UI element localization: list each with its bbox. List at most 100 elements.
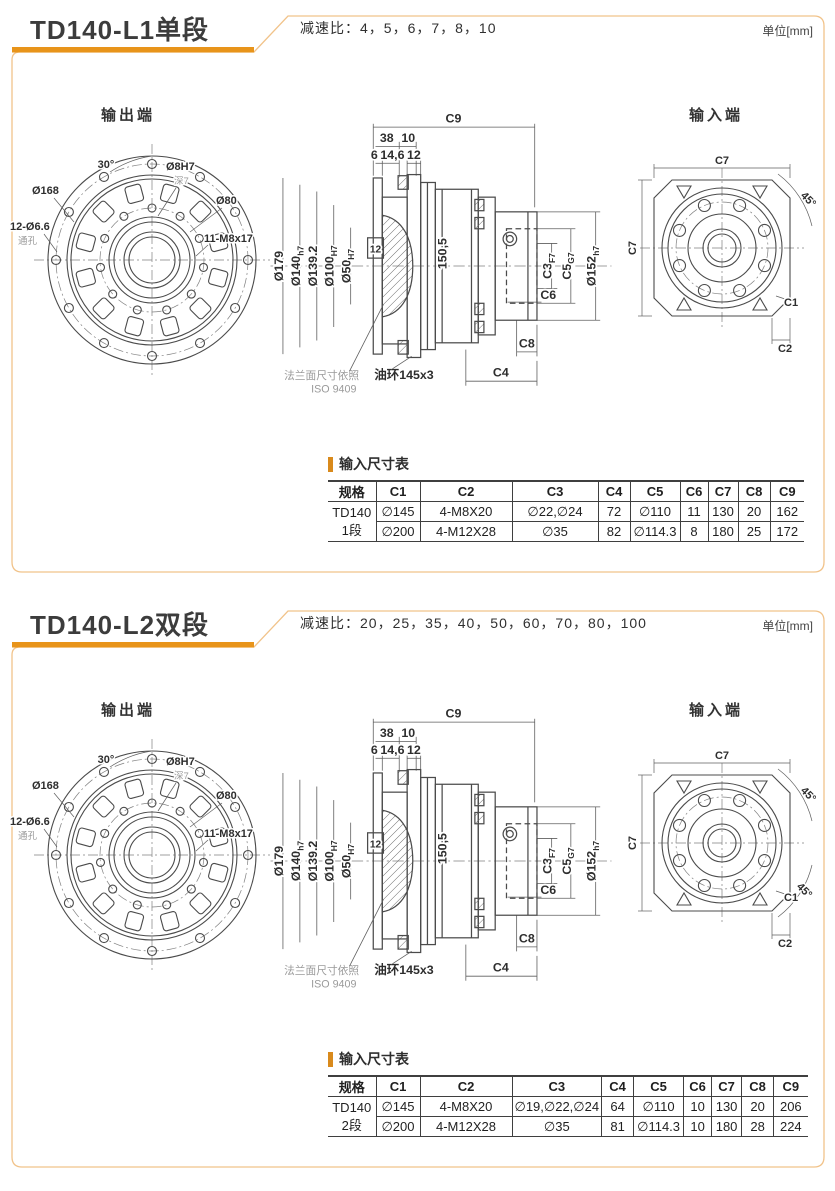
cross-section-drawing: C9 38 10 6 14,6 12 Ø179 Ø140h7 Ø139.2 Ø1…: [270, 705, 612, 992]
dim-c8: C8: [519, 336, 535, 350]
dia80-label: Ø80: [216, 195, 237, 207]
dim-10: 10: [401, 726, 415, 740]
dim-150-5: 150,5: [436, 238, 450, 269]
dim-38: 38: [380, 131, 394, 145]
table-cell: ∅114.3: [629, 521, 680, 542]
dim-dia139-2: Ø139.2: [306, 841, 320, 882]
dim-dia140h7: Ø140h7: [289, 246, 305, 287]
col-c5: C5: [629, 480, 680, 502]
table-cell: 162: [769, 501, 804, 522]
dimension-table-block: 输入尺寸表 规格 C1 C2 C3 C4 C5 C6 C7 C8 C9 TD14…: [328, 1049, 808, 1137]
input-view-title: 输入端: [688, 702, 743, 719]
table-cell: ∅200: [376, 521, 420, 542]
keyway-dim: 12: [370, 839, 382, 850]
col-spec: 规格: [328, 480, 376, 502]
table-cell: 72: [597, 501, 630, 522]
dim-c9: C9: [445, 707, 461, 721]
table-cell: 20: [741, 1096, 774, 1117]
dim-12: 12: [407, 743, 421, 757]
section-title: TD140-L2双段: [30, 610, 210, 640]
table-cell: ∅145: [375, 1096, 420, 1117]
col-c4: C4: [597, 480, 630, 502]
col-c1: C1: [375, 480, 420, 502]
col-c3: C3: [511, 480, 598, 502]
slot-ring: [75, 183, 229, 337]
table-cell: 82: [597, 521, 630, 542]
table-title-marker: [328, 1051, 333, 1067]
table-cell: 10: [683, 1096, 712, 1117]
table-cell: ∅145: [375, 501, 420, 522]
angle-30-label: 30°: [98, 159, 115, 171]
table-cell: 224: [773, 1116, 808, 1137]
outer-bolt-holes: [50, 158, 254, 362]
dimension-table-block: 输入尺寸表 规格 C1 C2 C3 C4 C5 C6 C7 C8 C9 TD14…: [328, 454, 804, 542]
dim-dia139-2: Ø139.2: [306, 246, 320, 287]
col-c6: C6: [683, 1075, 712, 1097]
input-bolt-holes: [672, 793, 772, 893]
output-view-title: 输出端: [100, 702, 155, 719]
title-underline-bar: [12, 47, 254, 53]
table-cell: ∅110: [633, 1096, 684, 1117]
table-cell: ∅114.3: [633, 1116, 684, 1137]
dia168-label: Ø168: [32, 185, 59, 197]
dim-c1: C1: [784, 297, 798, 309]
ratio-label: 减速比：4，5，6，7，8，10: [300, 20, 497, 36]
table-row: ∅200 4-M12X28 ∅35 81 ∅114.3 10 180 28 22…: [328, 1116, 808, 1137]
table-title: 输入尺寸表: [339, 1051, 409, 1067]
col-c8: C8: [741, 1075, 774, 1097]
col-c9: C9: [773, 1075, 808, 1097]
table-cell: 10: [683, 1116, 712, 1137]
dim-45deg: 45°: [798, 785, 816, 805]
table-cell: 20: [737, 501, 770, 522]
holes-label: 12-Ø6.6: [10, 816, 50, 828]
tap-label: 11-M8x17: [204, 828, 253, 840]
dim-c4: C4: [493, 961, 509, 975]
dim-c2: C2: [778, 343, 792, 355]
unit-label: 单位[mm]: [762, 619, 813, 633]
table-cell: 81: [601, 1116, 634, 1137]
dim-dia100h7: Ø100H7: [323, 840, 339, 881]
table-cell: 4-M8X20: [419, 1096, 512, 1117]
dim-c7-top: C7: [715, 155, 729, 167]
through-hole-note: 通孔: [18, 236, 38, 247]
col-c7: C7: [711, 1075, 742, 1097]
dim-c7-top: C7: [715, 750, 729, 762]
dim-c7-left: C7: [627, 836, 639, 850]
section-td140-l2: TD140-L2双段 减速比：20，25，35，40，50，60，70，80，1…: [0, 601, 835, 1191]
title-underline-bar: [12, 642, 254, 648]
dim-dia152h7: Ø152h7: [585, 841, 601, 882]
dim-c4: C4: [493, 366, 509, 380]
table-cell: 180: [707, 521, 738, 542]
output-view-drawing: 30° Ø168 12-Ø6.6 通孔 Ø8H7 深7 Ø80 11-M8x17: [10, 144, 270, 376]
dim-c8: C8: [519, 931, 535, 945]
flange-standard: ISO 9409: [311, 383, 356, 395]
col-c5: C5: [633, 1075, 684, 1097]
output-view-drawing: 30° Ø168 12-Ø6.6 通孔 Ø8H7 深7 Ø80 11-M8x17: [10, 739, 270, 971]
angle-30-label: 30°: [98, 754, 115, 766]
col-spec: 规格: [328, 1075, 376, 1097]
dim-38: 38: [380, 726, 394, 740]
section-title: TD140-L1单段: [30, 15, 210, 45]
dim-10: 10: [401, 131, 415, 145]
table-cell: 206: [773, 1096, 808, 1117]
col-c2: C2: [419, 480, 512, 502]
table-cell: 25: [737, 521, 770, 542]
section-td140-l1: TD140-L1单段 减速比：4，5，6，7，8，10 单位[mm] 输出端 3…: [0, 6, 835, 596]
dim-c3f7: C3F7: [541, 253, 557, 279]
dim-6: 6: [371, 743, 378, 757]
col-c8: C8: [737, 480, 770, 502]
input-bolt-holes: [672, 198, 772, 298]
dim-14-6: 14,6: [380, 743, 404, 757]
dim-14-6: 14,6: [380, 148, 404, 162]
dim-dia179: Ø179: [272, 251, 286, 281]
holes-label: 12-Ø6.6: [10, 221, 50, 233]
table-cell: 8: [679, 521, 708, 542]
dim-dia140h7: Ø140h7: [289, 841, 305, 882]
table-cell: 172: [769, 521, 804, 542]
panel-frame: [11, 15, 825, 573]
dim-c7-left: C7: [627, 241, 639, 255]
